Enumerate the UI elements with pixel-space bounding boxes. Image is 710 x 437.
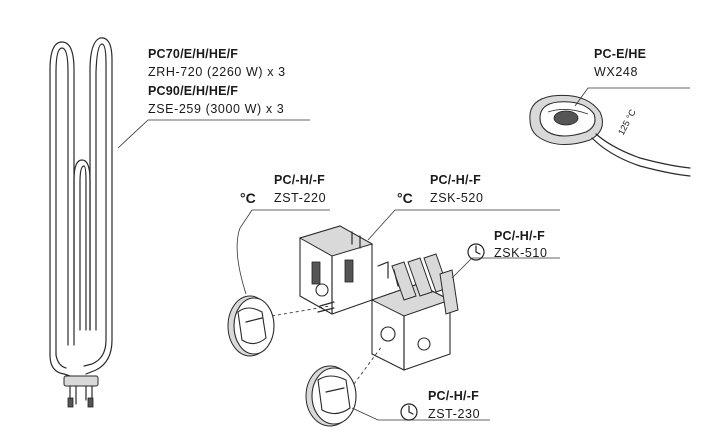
heater-leader-line: [117, 119, 310, 149]
thermostat-knob-leader-line: [236, 209, 330, 295]
thermostat-switch-part: ZSK-520: [430, 191, 484, 205]
timer-shaft-guide: [353, 345, 383, 385]
sensor-model: PC-E/HE: [594, 47, 647, 61]
timer-switch-leader-line: [451, 257, 560, 279]
heater-model-a: PC70/E/H/HE/F: [148, 47, 239, 61]
thermostat-shaft-guide: [271, 305, 331, 317]
thermostat-switch-model: PC/-H/-F: [430, 173, 481, 187]
thermostat-shaft: [317, 301, 335, 313]
degree-celsius-icon: °C: [240, 190, 256, 206]
clock-icon: [400, 403, 418, 421]
thermostat-part: ZST-220: [274, 191, 327, 205]
clock-icon: [467, 243, 485, 261]
timer-switch-part: ZSK-510: [494, 246, 548, 260]
timer-knob-leader-line: [351, 407, 490, 421]
heater-part-a: ZRH-720 (2260 W) x 3: [148, 65, 286, 79]
sensor-part: WX248: [594, 65, 638, 79]
timer-switch: [370, 253, 459, 371]
thermostat-switch: [298, 225, 374, 315]
timer-switch-model: PC/-H/-F: [494, 229, 545, 243]
temperature-sensor: [529, 94, 691, 177]
heater-model-b: PC90/E/H/HE/F: [148, 84, 239, 98]
timer-knob-model: PC/-H/-F: [428, 389, 479, 403]
heating-element: [49, 37, 113, 408]
thermostat-switch-leader-line: [367, 209, 560, 241]
degree-celsius-icon: °C: [397, 190, 413, 206]
thermostat-knob: [227, 295, 275, 357]
timer-knob-part: ZST-230: [428, 407, 481, 421]
heater-part-b: ZSE-259 (3000 W) x 3: [148, 102, 285, 116]
sensor-leader-line: [574, 87, 690, 107]
thermostat-model: PC/-H/-F: [274, 173, 325, 187]
timer-knob: [305, 365, 357, 427]
